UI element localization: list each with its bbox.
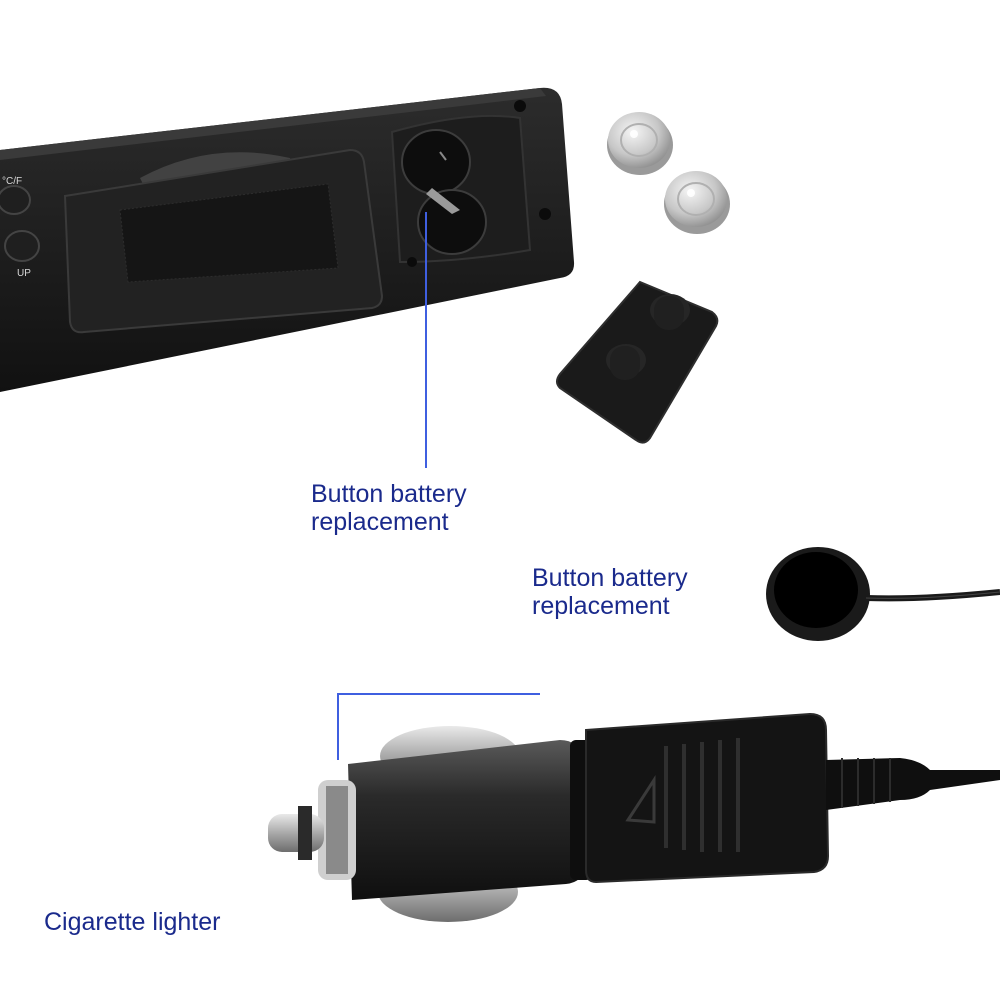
label-sensor-probe: Button battery replacement bbox=[532, 564, 688, 620]
coin-cell-battery-icon bbox=[607, 112, 673, 175]
label-line: replacement bbox=[532, 592, 670, 620]
label-battery-compartment: Button battery replacement bbox=[311, 480, 467, 536]
coin-cell-battery-icon bbox=[664, 171, 730, 234]
cigarette-lighter-plug-icon bbox=[268, 712, 1000, 922]
mode-button bbox=[0, 185, 31, 215]
label-plug: Cigarette lighter bbox=[44, 908, 220, 936]
label-line: Cigarette lighter bbox=[44, 908, 221, 936]
up-button bbox=[4, 230, 40, 262]
temperature-probe-icon bbox=[766, 547, 1000, 641]
velcro-compartment bbox=[63, 148, 384, 334]
label-line: Button battery bbox=[532, 564, 688, 592]
button-label-up: UP bbox=[17, 268, 31, 279]
leader-line-plug bbox=[337, 693, 540, 760]
label-line: replacement bbox=[311, 508, 449, 536]
label-line: Button battery bbox=[311, 480, 467, 508]
button-label-cf: °C/F bbox=[2, 176, 22, 187]
velcro-pad-icon bbox=[120, 184, 338, 282]
battery-cover-icon bbox=[556, 280, 719, 444]
